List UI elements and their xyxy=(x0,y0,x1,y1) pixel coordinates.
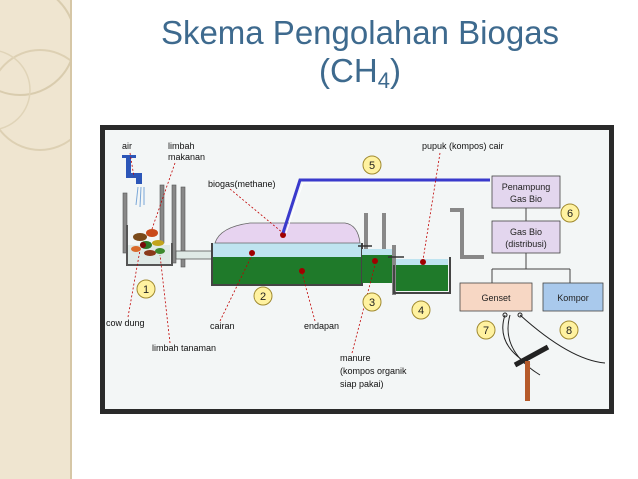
formula-subscript: 4 xyxy=(377,68,390,93)
label-endapan: endapan xyxy=(304,321,339,331)
svg-text:8: 8 xyxy=(566,325,572,337)
svg-text:Gas Bio: Gas Bio xyxy=(510,227,542,237)
step-number-7: 7 xyxy=(476,320,496,340)
svg-text:7: 7 xyxy=(483,325,489,337)
svg-text:Kompor: Kompor xyxy=(557,293,589,303)
slide-title-formula: (CH4) xyxy=(319,52,401,93)
step-number-5: 5 xyxy=(362,155,382,175)
step-number-3: 3 xyxy=(362,292,382,312)
step-number-6: 6 xyxy=(560,203,580,223)
slide-title: Skema Pengolahan Biogas (CH4) xyxy=(120,14,600,100)
gas-dome xyxy=(214,222,361,244)
svg-text:6: 6 xyxy=(567,208,573,220)
water-tap-icon xyxy=(122,155,142,184)
label-manure-3: siap pakai) xyxy=(340,379,384,389)
step-number-4: 4 xyxy=(411,300,431,320)
penampung-gas-bio-box: Penampung Gas Bio xyxy=(491,175,561,209)
inlet-channel xyxy=(175,250,213,260)
step-number-2: 2 xyxy=(253,286,273,306)
svg-text:Gas Bio: Gas Bio xyxy=(510,194,542,204)
overflow-chamber-3 xyxy=(358,213,392,283)
biogas-process-diagram: Penampung Gas Bio Gas Bio (distribusi) G… xyxy=(100,125,614,414)
gas-pipe xyxy=(281,178,490,234)
label-cairan: cairan xyxy=(210,321,235,331)
step-number-8: 8 xyxy=(559,320,579,340)
label-limbah-tanaman: limbah tanaman xyxy=(152,343,216,353)
label-manure-2: (kompos organik xyxy=(340,366,407,376)
overflow-chamber-4 xyxy=(388,208,484,295)
svg-text:2: 2 xyxy=(260,291,266,303)
label-air: air xyxy=(122,141,132,151)
digester-tank xyxy=(211,222,363,286)
step-number-1: 1 xyxy=(136,279,156,299)
water-drops-icon xyxy=(135,186,145,208)
inlet-basin xyxy=(126,225,173,266)
label-cow-dung: cow dung xyxy=(106,318,145,328)
genset-box: Genset xyxy=(459,282,533,312)
sidebar-ring-decoration xyxy=(0,0,70,151)
leader-lines xyxy=(127,152,441,354)
label-pupuk: pupuk (kompos) cair xyxy=(422,141,504,151)
svg-text:3: 3 xyxy=(369,297,375,309)
slide-title-main: Skema Pengolahan Biogas xyxy=(160,14,560,51)
svg-text:1: 1 xyxy=(143,284,149,296)
kompor-box: Kompor xyxy=(542,282,604,312)
inlet-chimneys xyxy=(122,184,186,268)
label-limbah-makanan-1: limbah xyxy=(168,141,195,151)
decorative-sidebar xyxy=(0,0,72,479)
svg-text:Penampung: Penampung xyxy=(502,182,551,192)
label-limbah-makanan-2: makanan xyxy=(168,152,205,162)
label-manure-1: manure xyxy=(340,353,371,363)
svg-text:5: 5 xyxy=(369,160,375,172)
gas-bio-distribusi-box: Gas Bio (distribusi) xyxy=(491,220,561,254)
label-biogas: biogas(methane) xyxy=(208,179,276,189)
svg-text:4: 4 xyxy=(418,305,424,317)
svg-text:Genset: Genset xyxy=(481,293,511,303)
power-lines xyxy=(502,312,606,401)
svg-text:(distribusi): (distribusi) xyxy=(505,239,547,249)
